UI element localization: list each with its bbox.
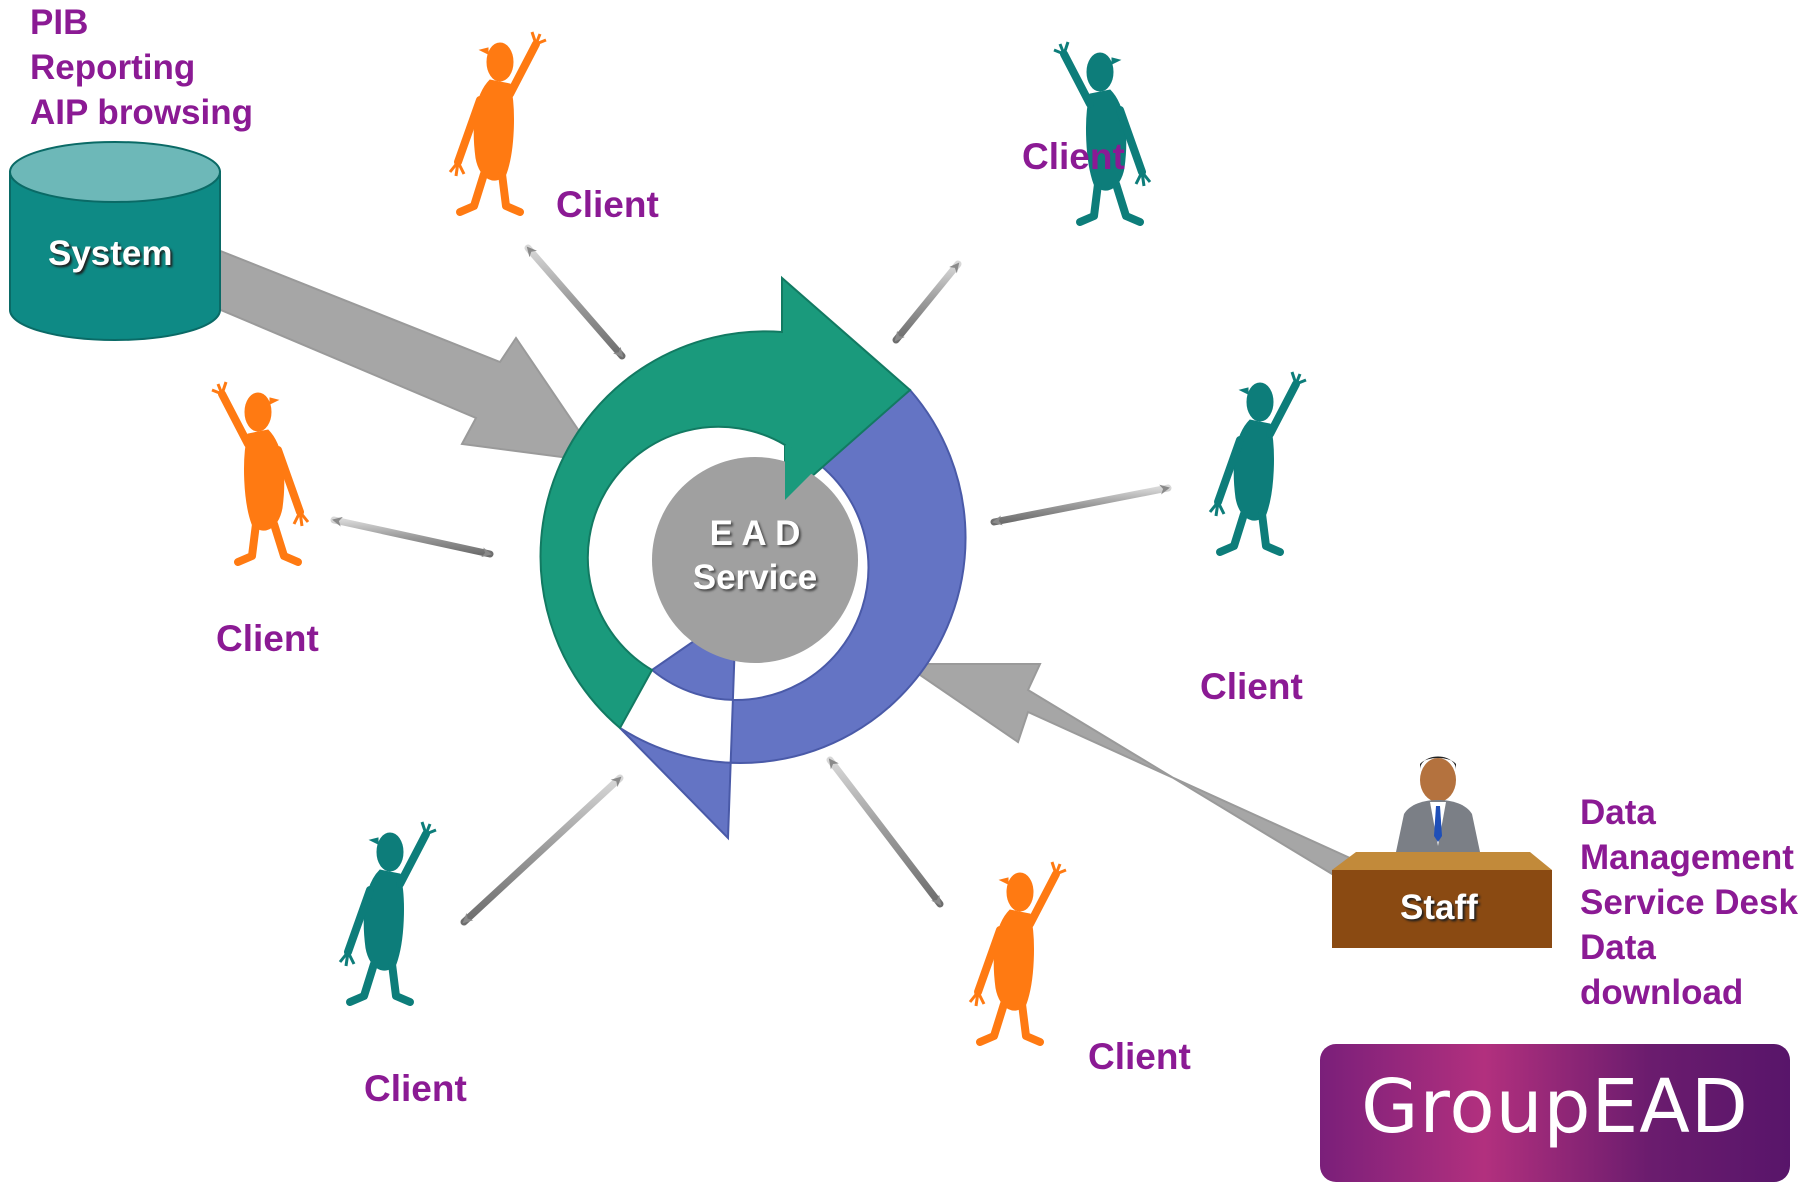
staff-input-arrow bbox=[900, 663, 1352, 882]
groupead-logo: GroupEAD bbox=[1320, 1044, 1790, 1182]
staff-feature-item: Data bbox=[1580, 928, 1656, 967]
center-label: E A D Service bbox=[655, 512, 855, 600]
staff-feature-item: download bbox=[1580, 973, 1744, 1012]
connector-arrow bbox=[330, 516, 494, 558]
center-hub bbox=[652, 457, 858, 663]
connector-arrow bbox=[524, 244, 626, 360]
client-label: Client bbox=[216, 618, 319, 659]
logo-text: GroupEAD bbox=[1361, 1064, 1749, 1150]
system-feature-item: PIB bbox=[30, 3, 89, 42]
staff-person-icon bbox=[1396, 756, 1480, 852]
center-label-line2: Service bbox=[692, 558, 818, 597]
client-label: Client bbox=[1088, 1036, 1191, 1077]
staff-feature-item: Management bbox=[1580, 838, 1794, 877]
client-label: Client bbox=[1200, 666, 1303, 707]
system-database-icon bbox=[9, 141, 221, 341]
staff-feature-list: Data Management Service Desk Data downlo… bbox=[1580, 790, 1798, 1015]
client-figure-icon bbox=[1210, 372, 1306, 552]
system-label: System bbox=[48, 234, 173, 273]
system-feature-list: PIB Reporting AIP browsing bbox=[30, 0, 253, 135]
connector-arrow bbox=[990, 484, 1172, 526]
system-feature-item: AIP browsing bbox=[30, 93, 253, 132]
staff-feature-item: Service Desk bbox=[1580, 883, 1798, 922]
client-label: Client bbox=[1022, 136, 1125, 177]
client-figure-icon bbox=[970, 862, 1066, 1042]
system-input-arrow bbox=[200, 248, 603, 464]
client-figure-icon bbox=[450, 32, 546, 212]
system-feature-item: Reporting bbox=[30, 48, 196, 87]
client-label: Client bbox=[556, 184, 659, 225]
center-label-line1: E A D bbox=[709, 514, 801, 553]
connector-arrow bbox=[892, 260, 962, 344]
connector-arrow bbox=[826, 756, 944, 908]
staff-desk-icon bbox=[1332, 852, 1552, 948]
client-figure-icon bbox=[212, 382, 308, 562]
connector-arrow bbox=[460, 774, 624, 926]
ead-service-ring bbox=[539, 275, 967, 841]
client-figure-icon bbox=[1054, 42, 1150, 222]
client-figure-icon bbox=[340, 822, 436, 1002]
staff-feature-item: Data bbox=[1580, 793, 1656, 832]
staff-label: Staff bbox=[1400, 888, 1478, 927]
client-label: Client bbox=[364, 1068, 467, 1109]
